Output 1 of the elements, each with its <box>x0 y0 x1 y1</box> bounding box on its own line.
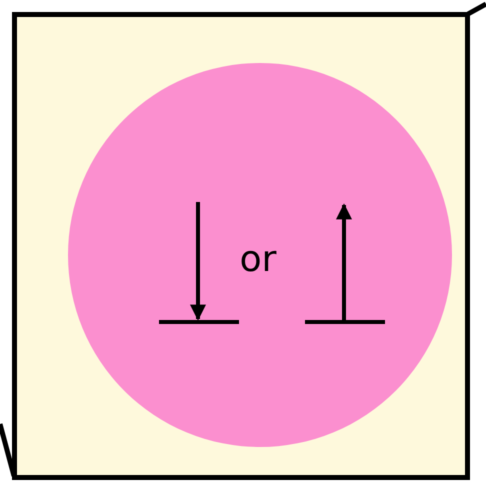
node-text: or <box>240 238 276 280</box>
